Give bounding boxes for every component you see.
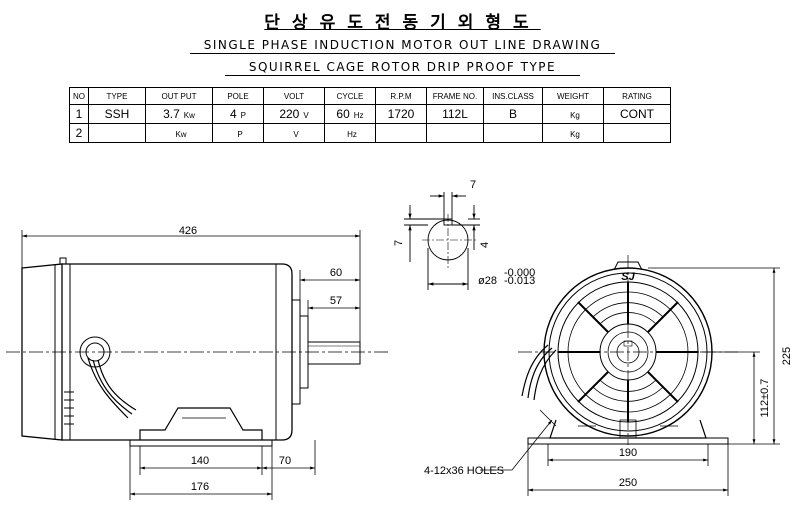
dim-shaft-tol-upper: -0.000 <box>504 267 535 279</box>
cell-pole-unit: P <box>237 130 243 139</box>
label-holes: 4-12x36 HOLES <box>424 465 504 477</box>
dim-center-height: 112±0.7 <box>759 379 771 418</box>
cell-pole-unit: P <box>240 111 247 120</box>
front-view-dimensions <box>480 267 780 496</box>
spec-header-row: NO TYPE OUT PUT POLE VOLT CYCLE R.P.M FR… <box>69 87 671 105</box>
spec-table: NO TYPE OUT PUT POLE VOLT CYCLE R.P.M FR… <box>69 87 671 143</box>
dim-base-176: 176 <box>191 481 209 493</box>
title-line1: SINGLE PHASE INDUCTION MOTOR OUT LINE DR… <box>203 38 602 52</box>
title-korean: 단상유도전동기외형도 <box>264 13 541 33</box>
dim-shaft-60: 60 <box>330 267 342 279</box>
cell-rating <box>603 123 671 143</box>
cell-rpm: 1720 <box>375 104 427 124</box>
dim-overall-length: 426 <box>179 225 197 237</box>
dim-key-7-side: 7 <box>393 240 405 246</box>
dim-foot-190: 190 <box>619 447 637 459</box>
dim-shaft-dia: ø28 <box>478 275 497 287</box>
cell-weight-unit: Kg <box>570 130 580 139</box>
cell-volt-value: 220 <box>279 107 300 121</box>
front-view <box>518 255 738 445</box>
dim-key-4: 4 <box>479 242 491 248</box>
cell-output-unit: Kw <box>183 111 195 120</box>
dim-height-225: 225 <box>781 347 793 365</box>
cell-volt-unit: V <box>303 111 309 120</box>
side-view <box>6 257 388 447</box>
cell-output-value: 3.7 <box>163 107 180 121</box>
dim-foot-70: 70 <box>279 455 291 467</box>
cell-pole: P <box>212 123 264 143</box>
dim-base-250: 250 <box>619 477 637 489</box>
cell-cycle-unit: Hz <box>353 111 364 120</box>
cell-cycle-value: 60 <box>336 107 350 121</box>
spec-row-2: 2 Kw P V Hz Kg <box>69 123 671 143</box>
cell-output-unit: Kw <box>175 130 187 139</box>
nameplate-logo: SJ <box>621 271 635 283</box>
dim-shaft-57: 57 <box>330 295 342 307</box>
dim-foot-140: 140 <box>191 455 209 467</box>
cell-volt-unit: V <box>293 130 299 139</box>
title-line1-underline <box>190 53 615 54</box>
cell-pole-value: 4 <box>229 107 237 121</box>
dim-key-7-top: 7 <box>470 179 476 191</box>
title-line2-underline <box>225 75 580 76</box>
dim-shaft-tol-lower: -0.013 <box>504 275 535 287</box>
shaft-key-detail <box>404 192 480 290</box>
side-view-dimensions <box>21 230 361 500</box>
title-line2: SQUIRREL CAGE ROTOR DRIP PROOF TYPE <box>248 60 557 74</box>
cell-no: 2 <box>69 123 89 143</box>
cell-cycle-unit: Hz <box>347 130 357 139</box>
cell-weight-unit: Kg <box>570 111 580 120</box>
cell-weight: Kg <box>542 123 604 143</box>
